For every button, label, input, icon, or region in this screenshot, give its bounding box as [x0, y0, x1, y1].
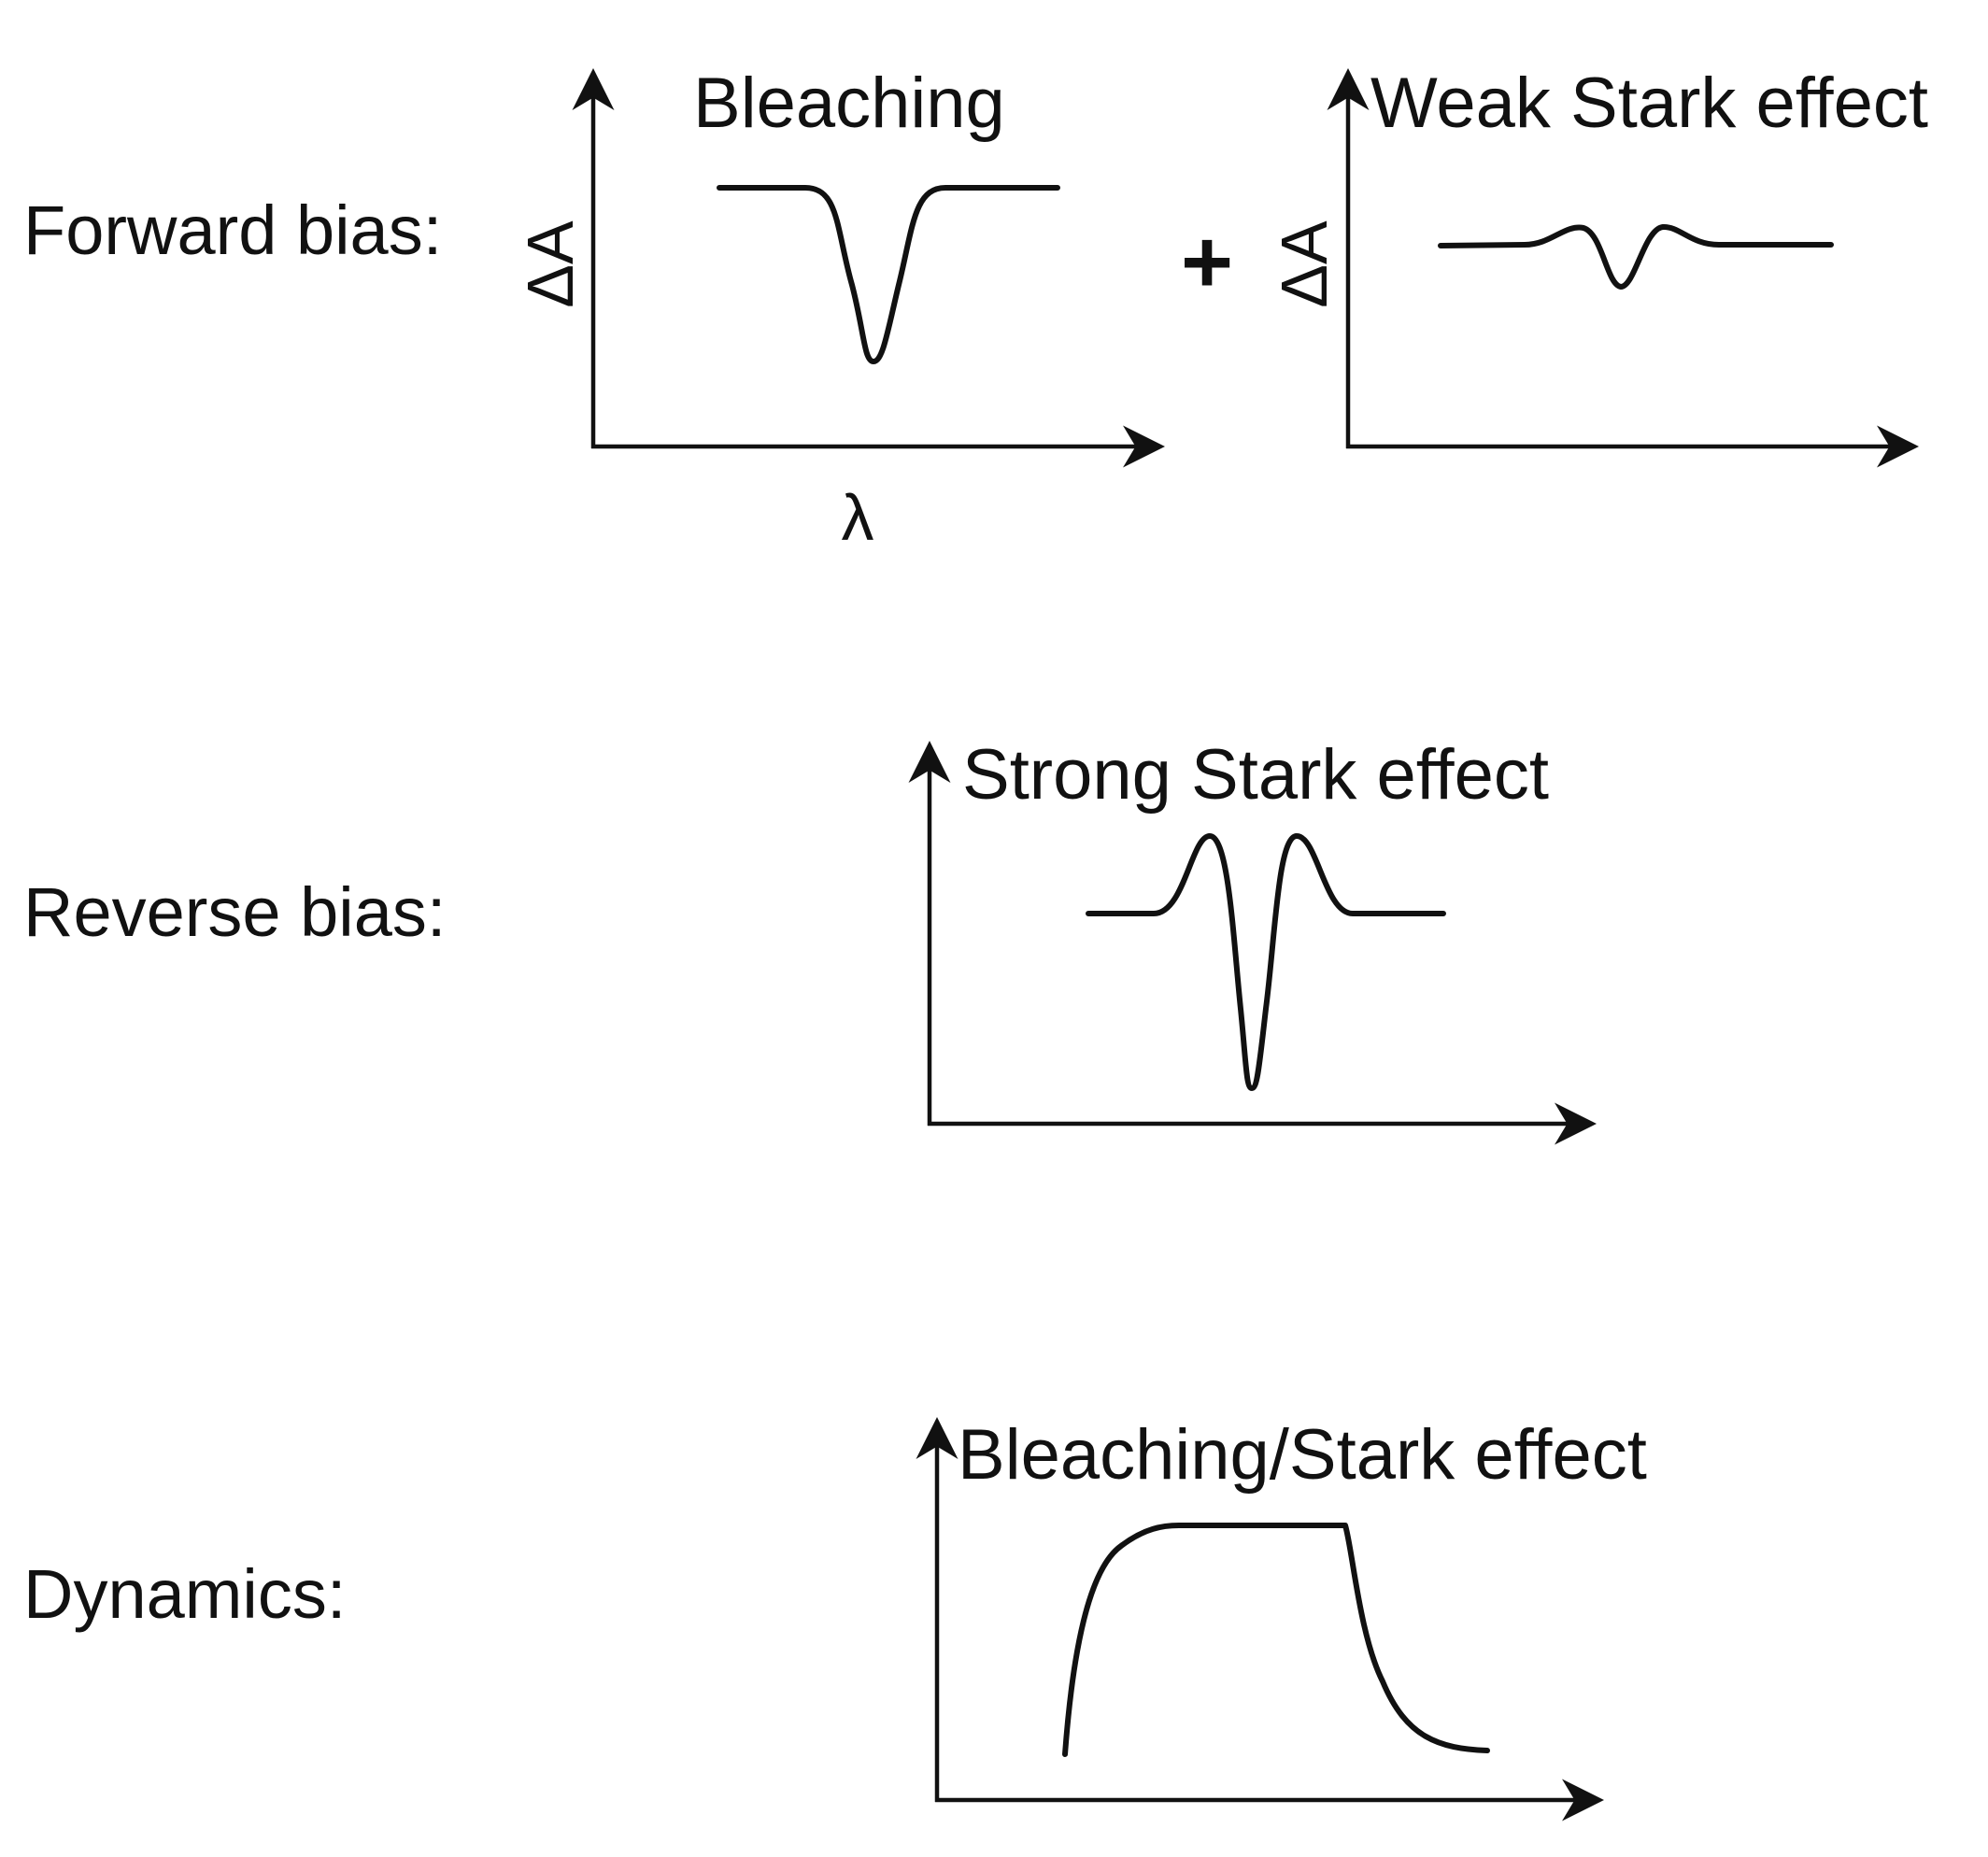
- row-label-dynamics: Dynamics:: [23, 1555, 346, 1633]
- plus-sign: +: [1181, 212, 1233, 312]
- row-label-forward-bias: Forward bias:: [23, 191, 442, 269]
- weak-stark-curve: [1438, 224, 1834, 290]
- bleaching-curve: [717, 185, 1060, 364]
- panel-bleaching: Bleaching ΔA λ: [514, 64, 1165, 554]
- row-label-reverse-bias: Reverse bias:: [23, 873, 446, 951]
- y-axis-label: ΔA: [1268, 220, 1341, 308]
- panel-title: Bleaching: [693, 64, 1005, 143]
- panel-title: Bleaching/Stark effect: [958, 1415, 1647, 1495]
- panel-dynamics: Bleaching/Stark effect: [916, 1415, 1647, 1822]
- y-axis-label: ΔA: [514, 220, 587, 308]
- strong-stark-curve: [1086, 833, 1446, 1091]
- panel-strong-stark-effect: Strong Stark effect: [908, 735, 1597, 1145]
- dynamics-curve-trace: [1062, 1523, 1490, 1757]
- x-axis-label: λ: [842, 481, 874, 554]
- panel-title: Strong Stark effect: [962, 735, 1549, 815]
- panel-weak-stark-effect: Weak Stark effect ΔA: [1268, 64, 1928, 468]
- panel-title: Weak Stark effect: [1370, 64, 1928, 143]
